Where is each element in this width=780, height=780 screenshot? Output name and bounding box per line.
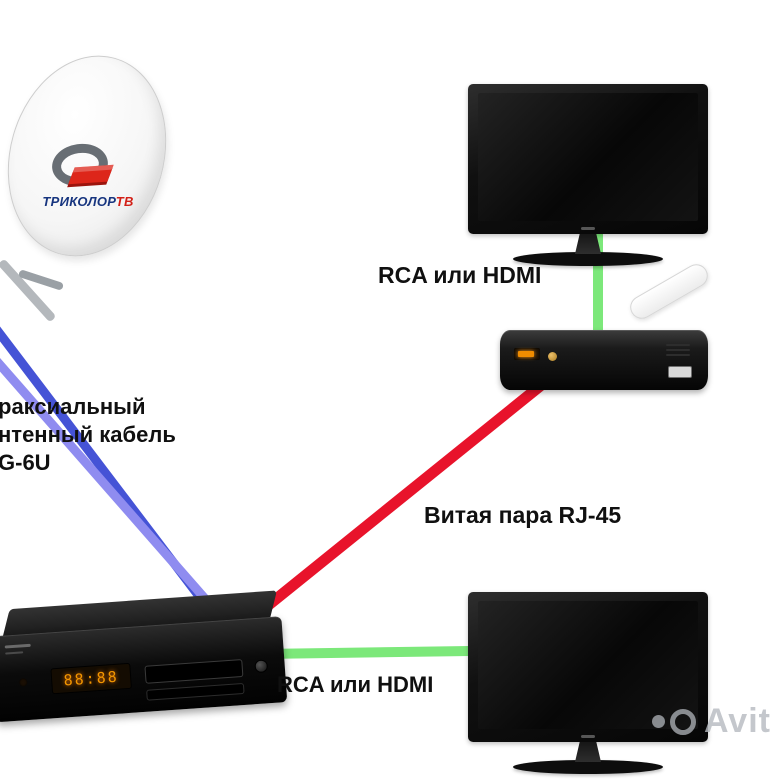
tv-bottom [468, 592, 708, 774]
tv-top-bezel [468, 84, 708, 234]
label-coax-cable: раксиальный нтенный кабель G-6U [0, 393, 176, 477]
label-rca-hdmi-top: RCA или HDMI [378, 262, 542, 288]
watermark-text: Avit [704, 702, 771, 740]
receiver-bottom-brand-mark [5, 651, 24, 655]
tv-bottom-brand-mark [581, 735, 595, 738]
receiver-top [500, 330, 708, 390]
receiver-top-vent [666, 354, 690, 356]
tv-bottom-bezel [468, 592, 708, 742]
tricolor-logo: ТРИКОЛОРТВ [30, 140, 146, 222]
receiver-bottom-brand-mark [4, 643, 31, 649]
logo-brand-suffix: ТВ [115, 194, 134, 209]
watermark-dot-icon [652, 715, 665, 728]
tv-top-stand-neck [575, 234, 601, 254]
receiver-bottom-card-slot-2 [146, 682, 245, 701]
receiver-top-vent [666, 344, 690, 346]
label-coax-line2: нтенный кабель [0, 422, 176, 447]
logo-brand-main: ТРИКОЛОР [42, 194, 116, 209]
receiver-bottom-button [254, 659, 269, 674]
ethernet-cable-rj45 [244, 364, 566, 626]
logo-text: ТРИКОЛОРТВ [30, 194, 146, 209]
receiver-bottom-card-slot [144, 659, 244, 684]
receiver-top-usb-port [668, 366, 692, 378]
label-rca-hdmi-bottom: RCA или HDMI [277, 672, 434, 697]
receiver-bottom: 88:88 [0, 590, 296, 731]
coax-cable-violet [0, 358, 234, 631]
tv-bottom-stand-base [513, 760, 663, 774]
tv-top [468, 84, 708, 266]
receiver-top-vent [666, 349, 690, 351]
logo-red-shape-icon [68, 164, 114, 185]
av-cable-bottom [257, 646, 475, 659]
receiver-top-display-glow [518, 351, 534, 357]
receiver-top-display [514, 348, 540, 360]
tv-bottom-stand-neck [575, 742, 601, 762]
label-coax-line1: раксиальный [0, 394, 146, 419]
tv-top-brand-mark [581, 227, 595, 230]
receiver-bottom-front-panel: 88:88 [0, 616, 288, 723]
watermark: Avit [652, 702, 771, 741]
tv-bottom-screen [478, 601, 698, 729]
receiver-top-power-button [548, 352, 557, 361]
tv-top-stand-base [513, 252, 663, 266]
watermark-ring-icon [670, 708, 696, 735]
receiver-bottom-ir-window [18, 678, 28, 687]
label-coax-line3: G-6U [0, 450, 51, 475]
receiver-bottom-led-display: 88:88 [50, 662, 132, 695]
tv-top-screen [478, 93, 698, 221]
label-twisted-pair-rj45: Витая пара RJ-45 [424, 502, 622, 528]
satellite-dish: ТРИКОЛОРТВ [0, 36, 190, 323]
